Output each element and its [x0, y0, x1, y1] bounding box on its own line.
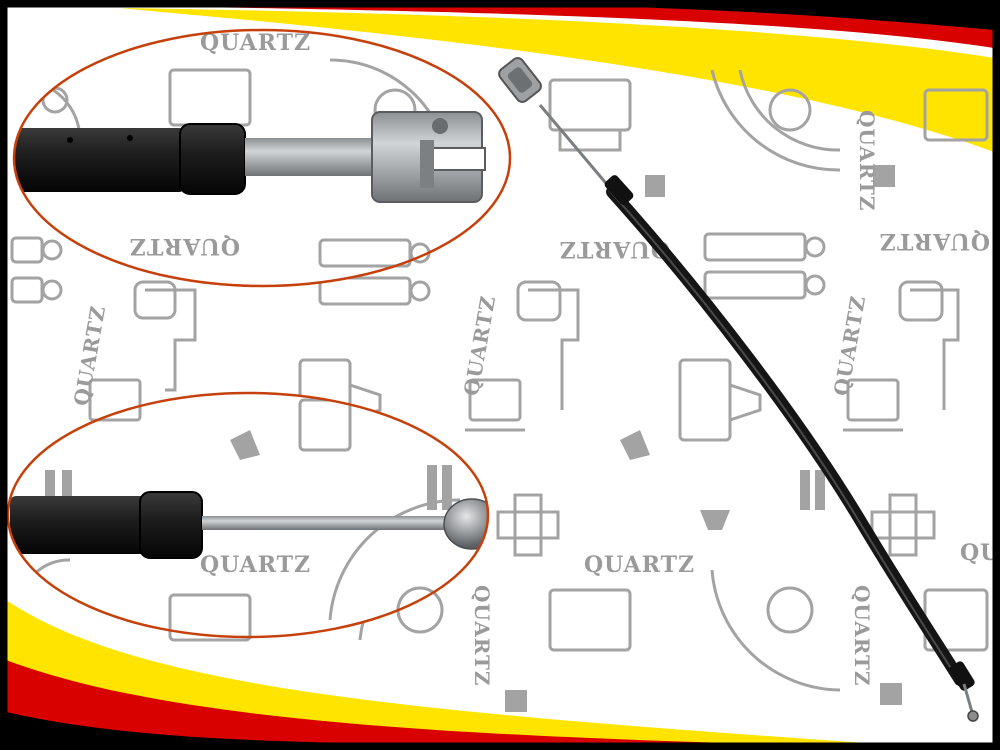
watermark-text: QUARTZ: [855, 110, 879, 212]
clevis-fitting-closeup: [371, 111, 486, 203]
top-black-band: [600, 6, 994, 30]
sheath-closeup-bottom: [10, 496, 148, 554]
bottom-black-band: [6, 712, 420, 744]
top-red-band: [120, 6, 994, 48]
sheath-ferrule-bottom: [949, 661, 975, 691]
watermark-text: QUARTZ: [200, 552, 311, 578]
bottom-yellow-band: [6, 600, 880, 744]
watermark-text: QUARTZ: [470, 585, 494, 687]
metal-rod-closeup: [245, 138, 380, 176]
top-yellow-band: [120, 8, 994, 152]
watermark-text: QUARTZ: [129, 233, 240, 259]
zoom-outline-bottom: [6, 391, 490, 639]
brake-cable: [498, 57, 979, 722]
watermark-text: QUARTZ: [584, 552, 695, 578]
bottom-red-band: [6, 660, 760, 744]
inner-border: [4, 4, 996, 746]
detail-zoom-bottom: QUARTZ: [6, 391, 490, 639]
inner-wire-closeup: [202, 516, 452, 530]
watermark-text: QUARTZ: [850, 585, 874, 687]
watermark-text: QUARTZ: [200, 30, 311, 56]
cable-end-ball-bottom: [967, 710, 979, 722]
zoom-outline-top: [12, 28, 512, 288]
ferrule-closeup-bottom: [139, 491, 203, 559]
ferrule-closeup-top: [179, 123, 246, 195]
inner-wire-top: [538, 104, 612, 189]
sheath-closeup-top: [14, 128, 185, 192]
cable-sheath-highlight: [608, 189, 958, 679]
inner-wire-bottom: [962, 683, 974, 713]
sheath-ferrule-top: [604, 175, 634, 205]
detail-zoom-top: QUARTZ QUARTZ: [12, 28, 512, 288]
watermark-text: QUARTZ: [879, 228, 990, 254]
watermark-text: QUARTZ: [960, 540, 1000, 566]
cable-end-eyelet-top: [498, 57, 542, 103]
